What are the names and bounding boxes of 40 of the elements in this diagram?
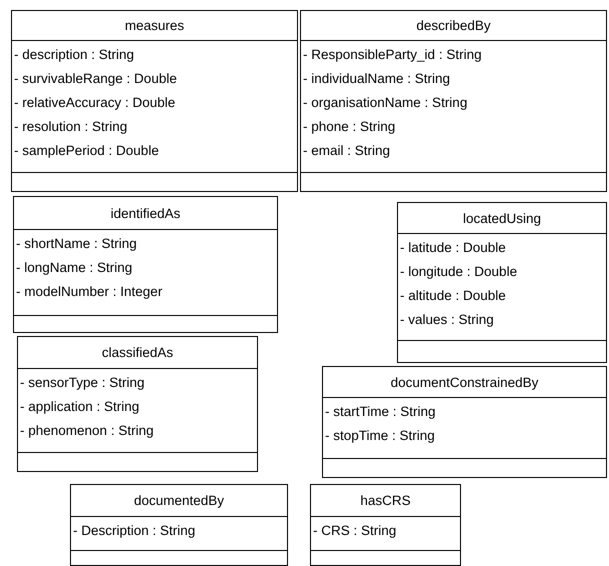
class-box [11, 10, 298, 192]
class-box [397, 202, 607, 363]
attribute-text: - longName : String [15, 259, 134, 277]
attribute-text: - organisationName : String [302, 94, 468, 112]
class-name: identifiedAs [110, 206, 180, 220]
attribute-text: - survivableRange : Double [13, 70, 178, 88]
class-name: locatedUsing [462, 210, 542, 226]
attribute-text: - stopTime : String [324, 427, 436, 445]
attribute-text: - altitude : Double [399, 287, 507, 305]
attribute-text: - resolution : String [13, 118, 128, 136]
class-name: hasCRS [360, 493, 411, 508]
attribute-text: - modelNumber : Integer [15, 283, 164, 301]
attribute-text: - application : String [19, 398, 140, 416]
attribute-text: - sensorType : String [19, 374, 146, 392]
attribute-text: - ResponsibleParty_id : String [302, 46, 483, 64]
attribute-text: - relativeAccuracy : Double [13, 94, 176, 112]
class-name: classifiedAs [102, 345, 174, 360]
class-box [310, 484, 461, 566]
class-box [17, 336, 258, 472]
class-name: measures [124, 18, 184, 33]
class-name: documentedBy [134, 493, 224, 508]
attribute-text: - latitude : Double [399, 239, 507, 257]
attribute-text: - CRS : String [312, 522, 398, 540]
attribute-text: - shortName : String [15, 235, 138, 253]
attribute-text: - longitude : Double [399, 263, 518, 281]
attribute-text: - description : String [13, 46, 136, 64]
attribute-text: - values : String [399, 311, 495, 329]
attribute-text: - samplePeriod : Double [13, 142, 160, 160]
class-box [13, 196, 278, 333]
attribute-text: - individualName : String [302, 70, 452, 88]
class-name: describedBy [416, 18, 491, 33]
attribute-text: - phone : String [302, 118, 396, 136]
class-name: documentConstrainedBy [390, 374, 538, 390]
class-box [300, 10, 607, 192]
attribute-text: - Description : String [72, 522, 196, 540]
attribute-text: - email : String [302, 142, 392, 160]
class-box [70, 484, 288, 566]
attribute-text: - phenomenon : String [19, 422, 155, 440]
class-box [322, 366, 607, 478]
attribute-text: - startTime : String [324, 403, 437, 421]
